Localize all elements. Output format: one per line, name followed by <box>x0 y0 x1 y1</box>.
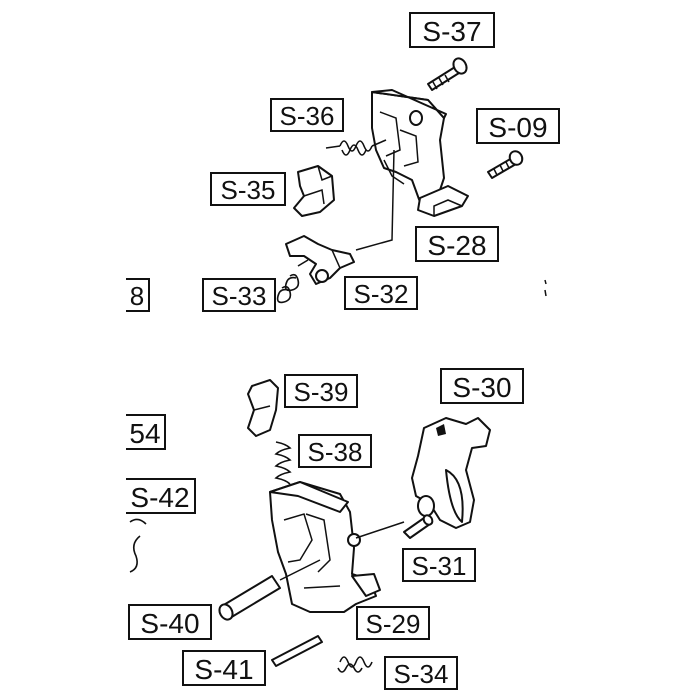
pin-s31 <box>403 514 434 539</box>
part-s39 <box>247 379 279 437</box>
label-s32: S-32 <box>344 276 418 310</box>
label-s41: S-41 <box>182 650 266 686</box>
housing-frame <box>371 89 447 203</box>
label-edge-s42: S-42 <box>126 478 196 514</box>
block-s28 <box>417 185 469 217</box>
label-s35: S-35 <box>210 172 286 206</box>
label-edge-54: 54 <box>126 414 166 450</box>
part-s32 <box>285 235 355 285</box>
label-s39: S-39 <box>284 374 358 408</box>
clip-s42 <box>129 518 147 573</box>
pin-s40 <box>218 575 281 621</box>
label-edge-8: 8 <box>126 278 150 312</box>
housing-s29 <box>269 481 381 613</box>
spring-s36 <box>325 139 387 156</box>
label-s33: S-33 <box>202 278 276 312</box>
spring-s34 <box>337 656 373 673</box>
label-s09: S-09 <box>476 108 560 144</box>
label-s34: S-34 <box>384 656 458 690</box>
spring-s33 <box>276 259 309 304</box>
label-s31: S-31 <box>402 548 476 582</box>
trigger-s30 <box>411 417 491 529</box>
label-s36: S-36 <box>270 98 344 132</box>
screw-s37 <box>427 57 468 91</box>
label-s40: S-40 <box>128 604 212 640</box>
label-s37: S-37 <box>409 12 495 48</box>
dot-marks <box>544 279 547 297</box>
label-s30: S-30 <box>440 368 524 404</box>
label-s29: S-29 <box>356 606 430 640</box>
label-s28: S-28 <box>415 226 499 262</box>
spring-s38 <box>274 441 292 485</box>
label-s38: S-38 <box>298 434 372 468</box>
pin-s41 <box>271 635 323 667</box>
screw-s09 <box>487 150 524 179</box>
part-s35 <box>293 165 335 217</box>
